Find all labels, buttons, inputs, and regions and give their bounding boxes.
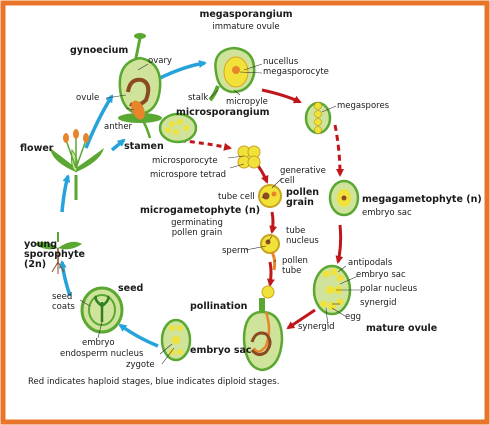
blue-arrow-embryosac-to-seed xyxy=(118,323,159,348)
label-pollen-grain: pollen grain xyxy=(286,187,320,208)
label-zygote: zygote xyxy=(126,360,155,370)
label-generative-cell: generative cell xyxy=(280,166,326,186)
label-megagametophyte: megagametophyte (n) xyxy=(362,194,482,205)
label-pollen-grain-lower: pollen grain xyxy=(171,228,223,238)
megagametophyte-illustration xyxy=(328,179,360,217)
red-arrow-to-megaspores xyxy=(261,88,302,104)
label-embryo-sac-top: embryo sac xyxy=(362,208,412,218)
label-synergid-left: synergid xyxy=(298,322,335,332)
label-antipodals: antipodals xyxy=(348,258,393,268)
blue-arrow-seed-to-sporophyte xyxy=(58,260,72,297)
label-microsporangium: microsporangium xyxy=(176,107,270,118)
diploid-arrows xyxy=(58,59,207,348)
microspore-tetrad-illustration xyxy=(237,145,261,169)
label-tube-cell: tube cell xyxy=(218,192,255,202)
pollen-grain-illustration xyxy=(258,184,282,208)
germinating-pollen-illustration xyxy=(260,234,280,271)
label-nucellus: nucellus xyxy=(263,57,299,67)
label-microspore-tetrad: microspore tetrad xyxy=(150,170,227,180)
flower-illustration xyxy=(50,129,104,200)
label-germinating: germinating xyxy=(171,218,223,228)
red-arrow-to-pollination xyxy=(286,308,316,330)
label-stamen: stamen xyxy=(124,141,164,152)
label-seed-coats: seed coats xyxy=(52,292,75,312)
seed-illustration xyxy=(80,286,124,334)
label-ovary: ovary xyxy=(148,56,172,66)
blue-arrow-ovary-to-megasporangium xyxy=(159,59,207,80)
label-polar-nucleus: polar nucleus xyxy=(360,284,418,294)
label-embryo-sac-mid: embryo sac xyxy=(356,270,406,280)
label-endosperm-nucleus: endosperm nucleus xyxy=(60,349,144,359)
pollination-pistil-illustration xyxy=(242,285,284,372)
label-embryo-sac-bottom: embryo sac xyxy=(190,345,252,356)
label-sperm: sperm xyxy=(222,246,249,256)
label-microsporocyte: microsporocyte xyxy=(152,156,218,166)
label-ovule: ovule xyxy=(76,93,100,103)
blue-arrow-sporophyte-to-flower xyxy=(60,174,71,213)
label-seed: seed xyxy=(118,283,144,294)
young-sporophyte-illustration xyxy=(34,232,82,274)
label-megasporangium: megasporangium xyxy=(199,9,293,20)
label-egg: egg xyxy=(345,312,362,322)
label-megasporocyte: megasporocyte xyxy=(263,67,329,77)
label-megaspores: megaspores xyxy=(337,101,390,111)
red-arrow-to-mature-ovule xyxy=(335,224,344,264)
label-stalk: stalk xyxy=(188,93,209,103)
label-anther: anther xyxy=(104,122,133,132)
red-arrow-to-pollination-pistil xyxy=(266,261,275,287)
label-flower: flower xyxy=(20,143,54,154)
megaspores-illustration xyxy=(304,101,332,135)
blue-arrow-flower-to-stamen xyxy=(110,138,126,152)
leader-lines xyxy=(79,63,360,365)
label-synergid-right: synergid xyxy=(360,298,397,308)
label-micropyle: micropyle xyxy=(226,97,268,107)
label-young-sporophyte: young sporophyte (2n) xyxy=(24,239,85,270)
embryo-sac-bottom-illustration xyxy=(160,318,192,362)
label-microgametophyte: microgametophyte (n) xyxy=(140,205,261,216)
immature-ovule-illustration xyxy=(208,46,256,102)
red-arrow-to-megagametophyte xyxy=(333,124,344,177)
label-embryo: embryo xyxy=(82,338,115,348)
stamen-illustration xyxy=(131,100,152,139)
label-pollen-tube: pollen tube xyxy=(282,256,308,276)
caption: Red indicates haploid stages, blue indic… xyxy=(28,377,280,387)
label-immature-ovule: immature ovule xyxy=(212,22,280,32)
red-arrow-to-germinating xyxy=(269,211,278,234)
label-pollination: pollination xyxy=(190,301,248,312)
label-gynoecium: gynoecium xyxy=(70,45,129,56)
label-tube-nucleus: tube nucleus xyxy=(286,226,319,246)
blue-arrow-flower-to-gynoecium xyxy=(84,94,114,149)
label-mature-ovule: mature ovule xyxy=(366,323,438,334)
microsporangium-illustration xyxy=(158,112,198,144)
